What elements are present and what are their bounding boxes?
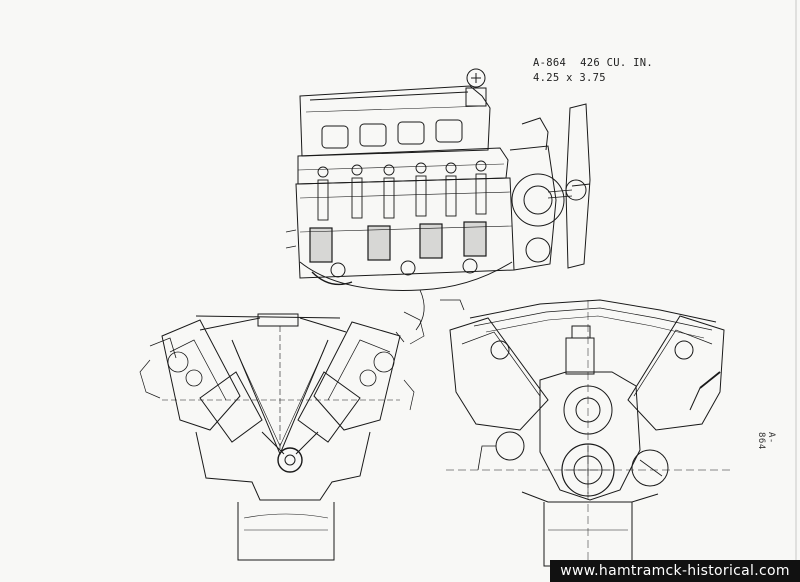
cross-section-view bbox=[139, 311, 425, 561]
margin-drawing-code: A-864 bbox=[756, 432, 776, 450]
bore-stroke: 4.25 x 3.75 bbox=[533, 72, 606, 84]
engine-spec-label: A-864 426 CU. IN. 4.25 x 3.75 bbox=[533, 56, 653, 86]
front-exterior-view bbox=[446, 299, 730, 572]
site-watermark: www.hamtramck-historical.com bbox=[550, 560, 800, 582]
displacement: 426 CU. IN. bbox=[580, 57, 653, 69]
drawing-code: A-864 bbox=[533, 57, 567, 69]
side-section-view bbox=[285, 68, 591, 331]
